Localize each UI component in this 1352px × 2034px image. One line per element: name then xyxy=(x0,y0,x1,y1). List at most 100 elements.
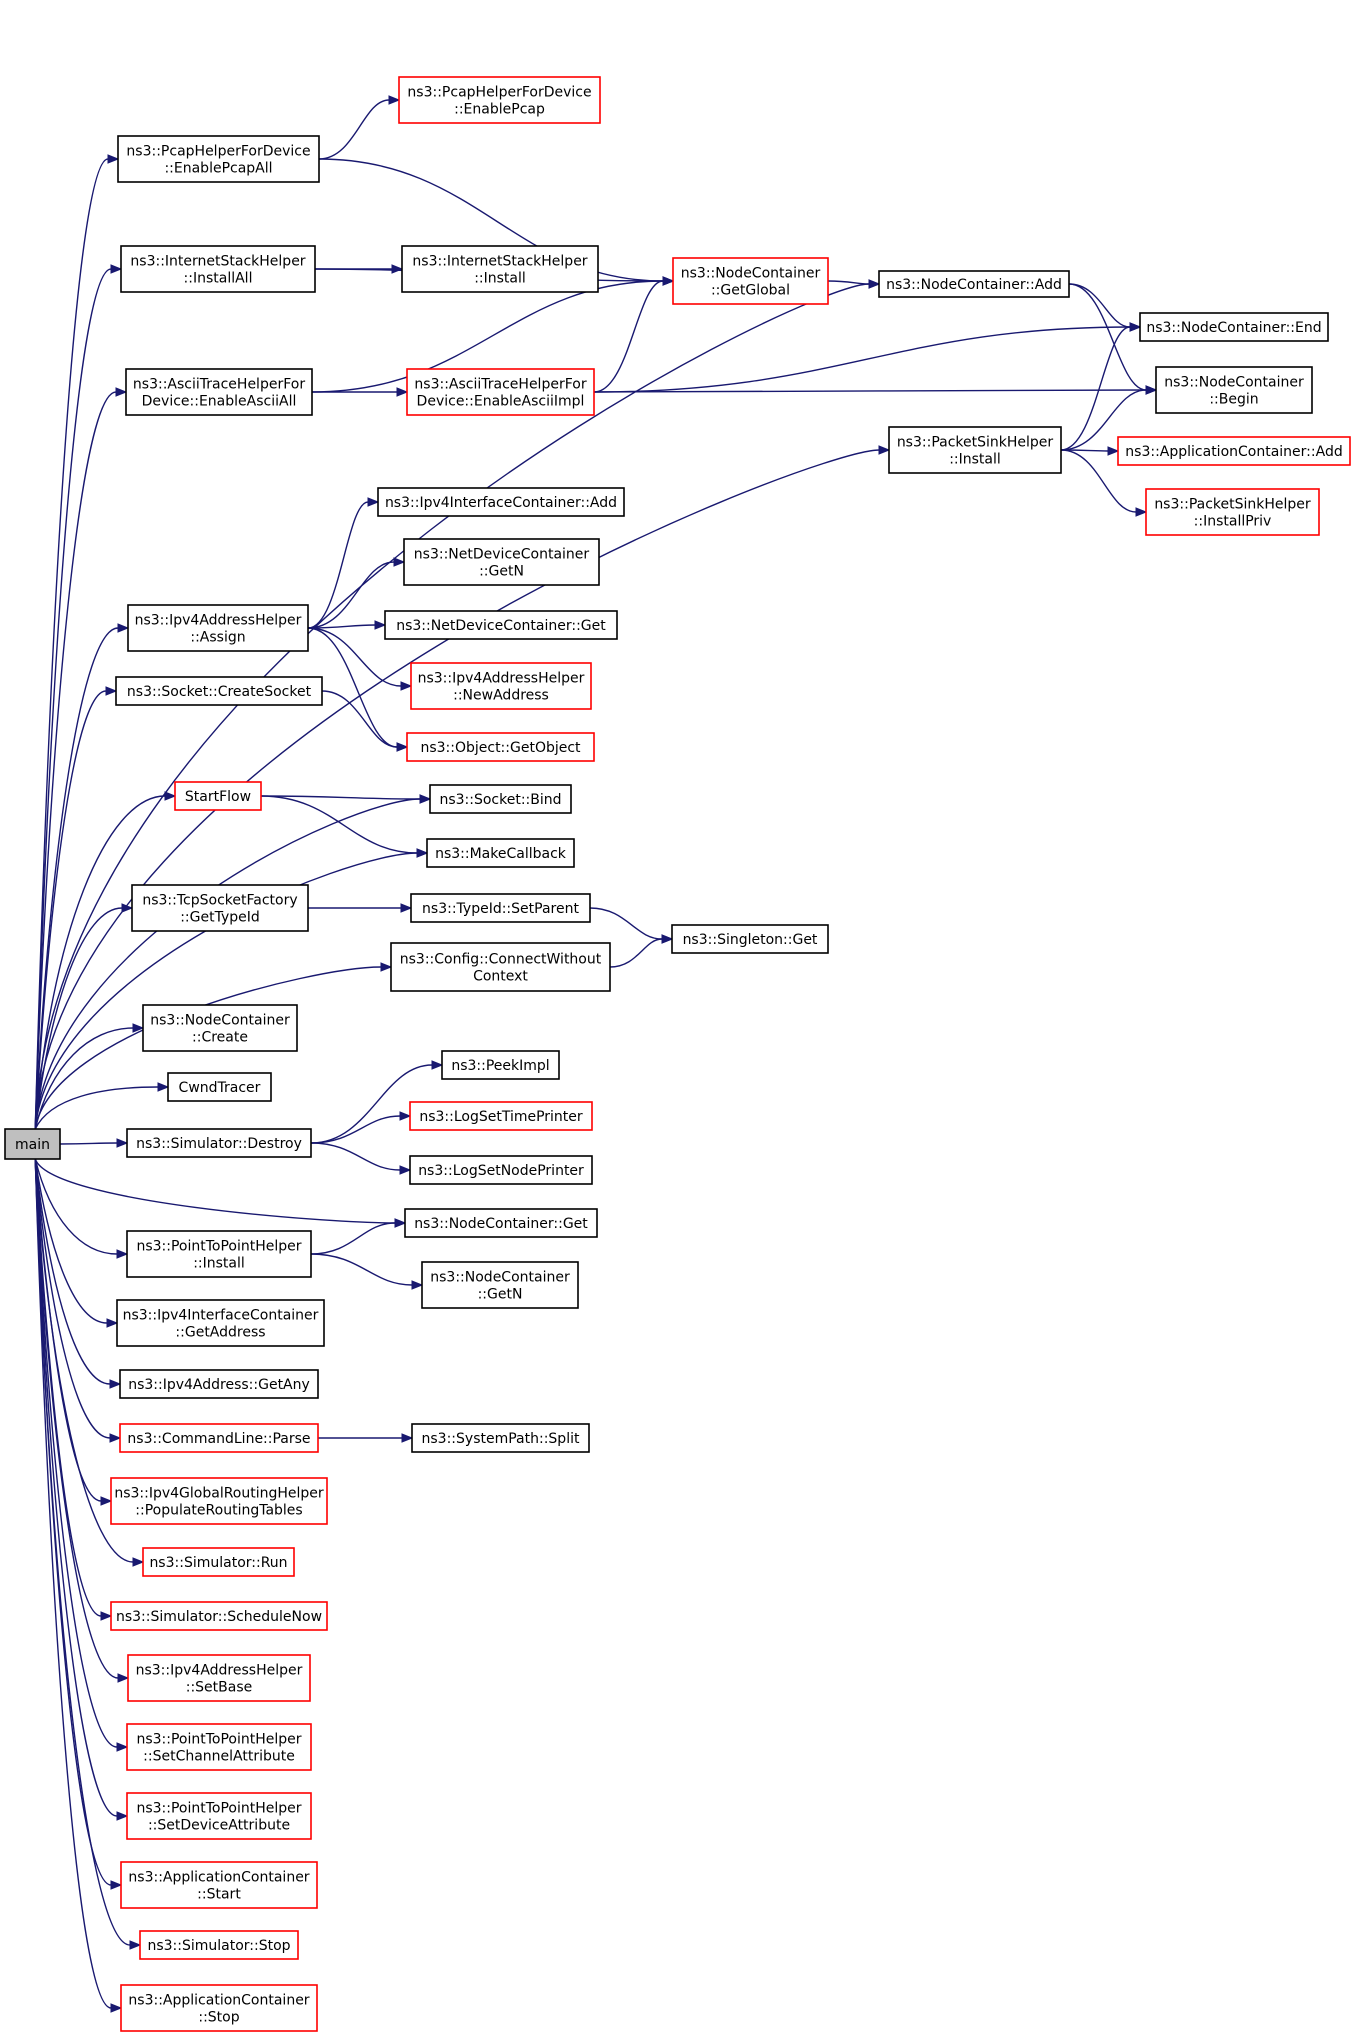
node-cwndTracer[interactable]: CwndTracer xyxy=(167,1072,272,1102)
node-box-ipSetBase[interactable] xyxy=(127,1654,311,1702)
node-box-acStart[interactable] xyxy=(120,1861,318,1909)
node-ipNewAddr[interactable]: ns3::Ipv4AddressHelper::NewAddress xyxy=(410,662,592,710)
node-ipv4GetAny[interactable]: ns3::Ipv4Address::GetAny xyxy=(119,1369,319,1399)
node-iicGetAddress[interactable]: ns3::Ipv4InterfaceContainer::GetAddress xyxy=(116,1299,325,1347)
node-ncCreate[interactable]: ns3::NodeContainer::Create xyxy=(142,1004,298,1052)
node-ncGet[interactable]: ns3::NodeContainer::Get xyxy=(404,1208,598,1238)
node-typeIdSetParent[interactable]: ns3::TypeId::SetParent xyxy=(410,893,591,923)
node-box-ndcGet[interactable] xyxy=(384,610,618,640)
node-box-ipv4GetAny[interactable] xyxy=(119,1369,319,1399)
node-box-ncGetN[interactable] xyxy=(421,1261,579,1309)
node-box-logTime[interactable] xyxy=(409,1101,593,1131)
node-cmdParse[interactable]: ns3::CommandLine::Parse xyxy=(119,1423,319,1453)
node-box-singletonGet[interactable] xyxy=(671,924,829,954)
node-box-pcapAll[interactable] xyxy=(117,135,320,183)
node-box-asciiAll[interactable] xyxy=(125,368,313,416)
node-box-ncAdd[interactable] xyxy=(878,270,1070,298)
node-isInstallAll[interactable]: ns3::InternetStackHelper::InstallAll xyxy=(120,245,316,293)
node-peekImpl[interactable]: ns3::PeekImpl xyxy=(441,1050,560,1080)
node-tcpGetTypeId[interactable]: ns3::TcpSocketFactory::GetTypeId xyxy=(131,884,309,932)
node-main[interactable]: main xyxy=(4,1128,61,1160)
node-box-ncGetGlobal[interactable] xyxy=(672,257,829,305)
node-box-ipNewAddr[interactable] xyxy=(410,662,592,710)
node-box-tcpGetTypeId[interactable] xyxy=(131,884,309,932)
node-box-ndcGetN[interactable] xyxy=(403,538,600,586)
node-box-grPopulate[interactable] xyxy=(110,1477,328,1525)
node-box-ncCreate[interactable] xyxy=(142,1004,298,1052)
node-box-iicAdd[interactable] xyxy=(377,487,625,517)
node-asciiAll[interactable]: ns3::AsciiTraceHelperForDevice::EnableAs… xyxy=(125,368,313,416)
node-box-psInstallPriv[interactable] xyxy=(1145,488,1320,536)
node-box-spSplit[interactable] xyxy=(411,1423,590,1453)
node-box-simRun[interactable] xyxy=(142,1547,295,1577)
node-ndcGetN[interactable]: ns3::NetDeviceContainer::GetN xyxy=(403,538,600,586)
node-box-p2pSetChannel[interactable] xyxy=(126,1723,312,1771)
node-psInstall[interactable]: ns3::PacketSinkHelper::Install xyxy=(888,426,1062,474)
node-asciiImpl[interactable]: ns3::AsciiTraceHelperForDevice::EnableAs… xyxy=(406,368,595,416)
node-box-logNode[interactable] xyxy=(409,1155,593,1185)
node-box-isInstall[interactable] xyxy=(401,245,599,293)
node-singletonGet[interactable]: ns3::Singleton::Get xyxy=(671,924,829,954)
node-box-pcap[interactable] xyxy=(398,76,601,124)
node-box-main[interactable] xyxy=(4,1128,61,1160)
node-startFlow[interactable]: StartFlow xyxy=(174,781,262,811)
node-isInstall[interactable]: ns3::InternetStackHelper::Install xyxy=(401,245,599,293)
node-box-simStop[interactable] xyxy=(139,1930,299,1960)
node-ncEnd[interactable]: ns3::NodeContainer::End xyxy=(1139,312,1329,342)
node-grPopulate[interactable]: ns3::Ipv4GlobalRoutingHelper::PopulateRo… xyxy=(110,1477,328,1525)
node-iicAdd[interactable]: ns3::Ipv4InterfaceContainer::Add xyxy=(377,487,625,517)
node-ndcGet[interactable]: ns3::NetDeviceContainer::Get xyxy=(384,610,618,640)
node-acStart[interactable]: ns3::ApplicationContainer::Start xyxy=(120,1861,318,1909)
node-box-cwndTracer[interactable] xyxy=(167,1072,272,1102)
node-logNode[interactable]: ns3::LogSetNodePrinter xyxy=(409,1155,593,1185)
node-box-iicGetAddress[interactable] xyxy=(116,1299,325,1347)
node-objGetObject[interactable]: ns3::Object::GetObject xyxy=(406,732,595,762)
node-box-simScheduleNow[interactable] xyxy=(110,1601,328,1631)
node-simStop[interactable]: ns3::Simulator::Stop xyxy=(139,1930,299,1960)
node-box-cmdParse[interactable] xyxy=(119,1423,319,1453)
node-box-peekImpl[interactable] xyxy=(441,1050,560,1080)
node-ncGetGlobal[interactable]: ns3::NodeContainer::GetGlobal xyxy=(672,257,829,305)
node-box-sockCreate[interactable] xyxy=(115,676,323,706)
node-box-acStop[interactable] xyxy=(120,1984,318,2032)
node-p2pSetChannel[interactable]: ns3::PointToPointHelper::SetChannelAttri… xyxy=(126,1723,312,1771)
node-ncAdd[interactable]: ns3::NodeContainer::Add xyxy=(878,270,1070,298)
node-p2pInstall[interactable]: ns3::PointToPointHelper::Install xyxy=(126,1230,312,1278)
node-box-simDestroy[interactable] xyxy=(126,1128,312,1158)
node-spSplit[interactable]: ns3::SystemPath::Split xyxy=(411,1423,590,1453)
node-pcap[interactable]: ns3::PcapHelperForDevice::EnablePcap xyxy=(398,76,601,124)
node-box-sockBind[interactable] xyxy=(429,784,572,814)
node-box-psInstall[interactable] xyxy=(888,426,1062,474)
node-sockCreate[interactable]: ns3::Socket::CreateSocket xyxy=(115,676,323,706)
node-p2pSetDevice[interactable]: ns3::PointToPointHelper::SetDeviceAttrib… xyxy=(126,1792,312,1840)
node-box-makeCallback[interactable] xyxy=(426,838,575,868)
node-simDestroy[interactable]: ns3::Simulator::Destroy xyxy=(126,1128,312,1158)
node-sockBind[interactable]: ns3::Socket::Bind xyxy=(429,784,572,814)
node-box-p2pInstall[interactable] xyxy=(126,1230,312,1278)
node-ncBegin[interactable]: ns3::NodeContainer::Begin xyxy=(1155,366,1313,414)
node-box-typeIdSetParent[interactable] xyxy=(410,893,591,923)
node-simRun[interactable]: ns3::Simulator::Run xyxy=(142,1547,295,1577)
node-box-ncGet[interactable] xyxy=(404,1208,598,1238)
node-ncGetN[interactable]: ns3::NodeContainer::GetN xyxy=(421,1261,579,1309)
node-acStop[interactable]: ns3::ApplicationContainer::Stop xyxy=(120,1984,318,2032)
node-box-ncBegin[interactable] xyxy=(1155,366,1313,414)
node-box-objGetObject[interactable] xyxy=(406,732,595,762)
node-box-ncEnd[interactable] xyxy=(1139,312,1329,342)
node-psInstallPriv[interactable]: ns3::PacketSinkHelper::InstallPriv xyxy=(1145,488,1320,536)
node-makeCallback[interactable]: ns3::MakeCallback xyxy=(426,838,575,868)
node-ipSetBase[interactable]: ns3::Ipv4AddressHelper::SetBase xyxy=(127,1654,311,1702)
node-box-asciiImpl[interactable] xyxy=(406,368,595,416)
node-ipAssign[interactable]: ns3::Ipv4AddressHelper::Assign xyxy=(127,604,309,652)
node-box-p2pSetDevice[interactable] xyxy=(126,1792,312,1840)
node-logTime[interactable]: ns3::LogSetTimePrinter xyxy=(409,1101,593,1131)
node-box-isInstallAll[interactable] xyxy=(120,245,316,293)
node-box-acAdd[interactable] xyxy=(1117,436,1351,466)
node-simScheduleNow[interactable]: ns3::Simulator::ScheduleNow xyxy=(110,1601,328,1631)
node-acAdd[interactable]: ns3::ApplicationContainer::Add xyxy=(1117,436,1351,466)
node-box-configConnect[interactable] xyxy=(390,942,611,992)
node-box-ipAssign[interactable] xyxy=(127,604,309,652)
node-pcapAll[interactable]: ns3::PcapHelperForDevice::EnablePcapAll xyxy=(117,135,320,183)
node-box-startFlow[interactable] xyxy=(174,781,262,811)
